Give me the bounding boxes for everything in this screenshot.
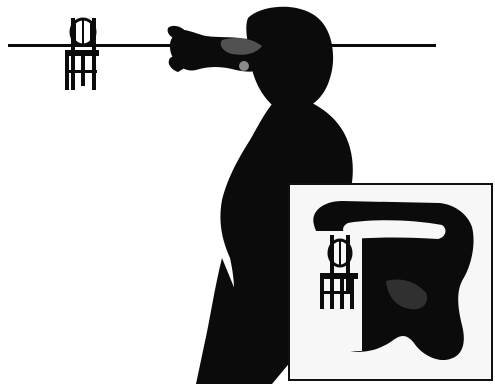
child-ear [310, 64, 326, 84]
eye-mark [239, 61, 249, 71]
inset-chair-icon [316, 231, 362, 351]
inset-panel [288, 183, 493, 381]
chair-icon [65, 18, 99, 90]
inset-canvas [290, 185, 491, 379]
